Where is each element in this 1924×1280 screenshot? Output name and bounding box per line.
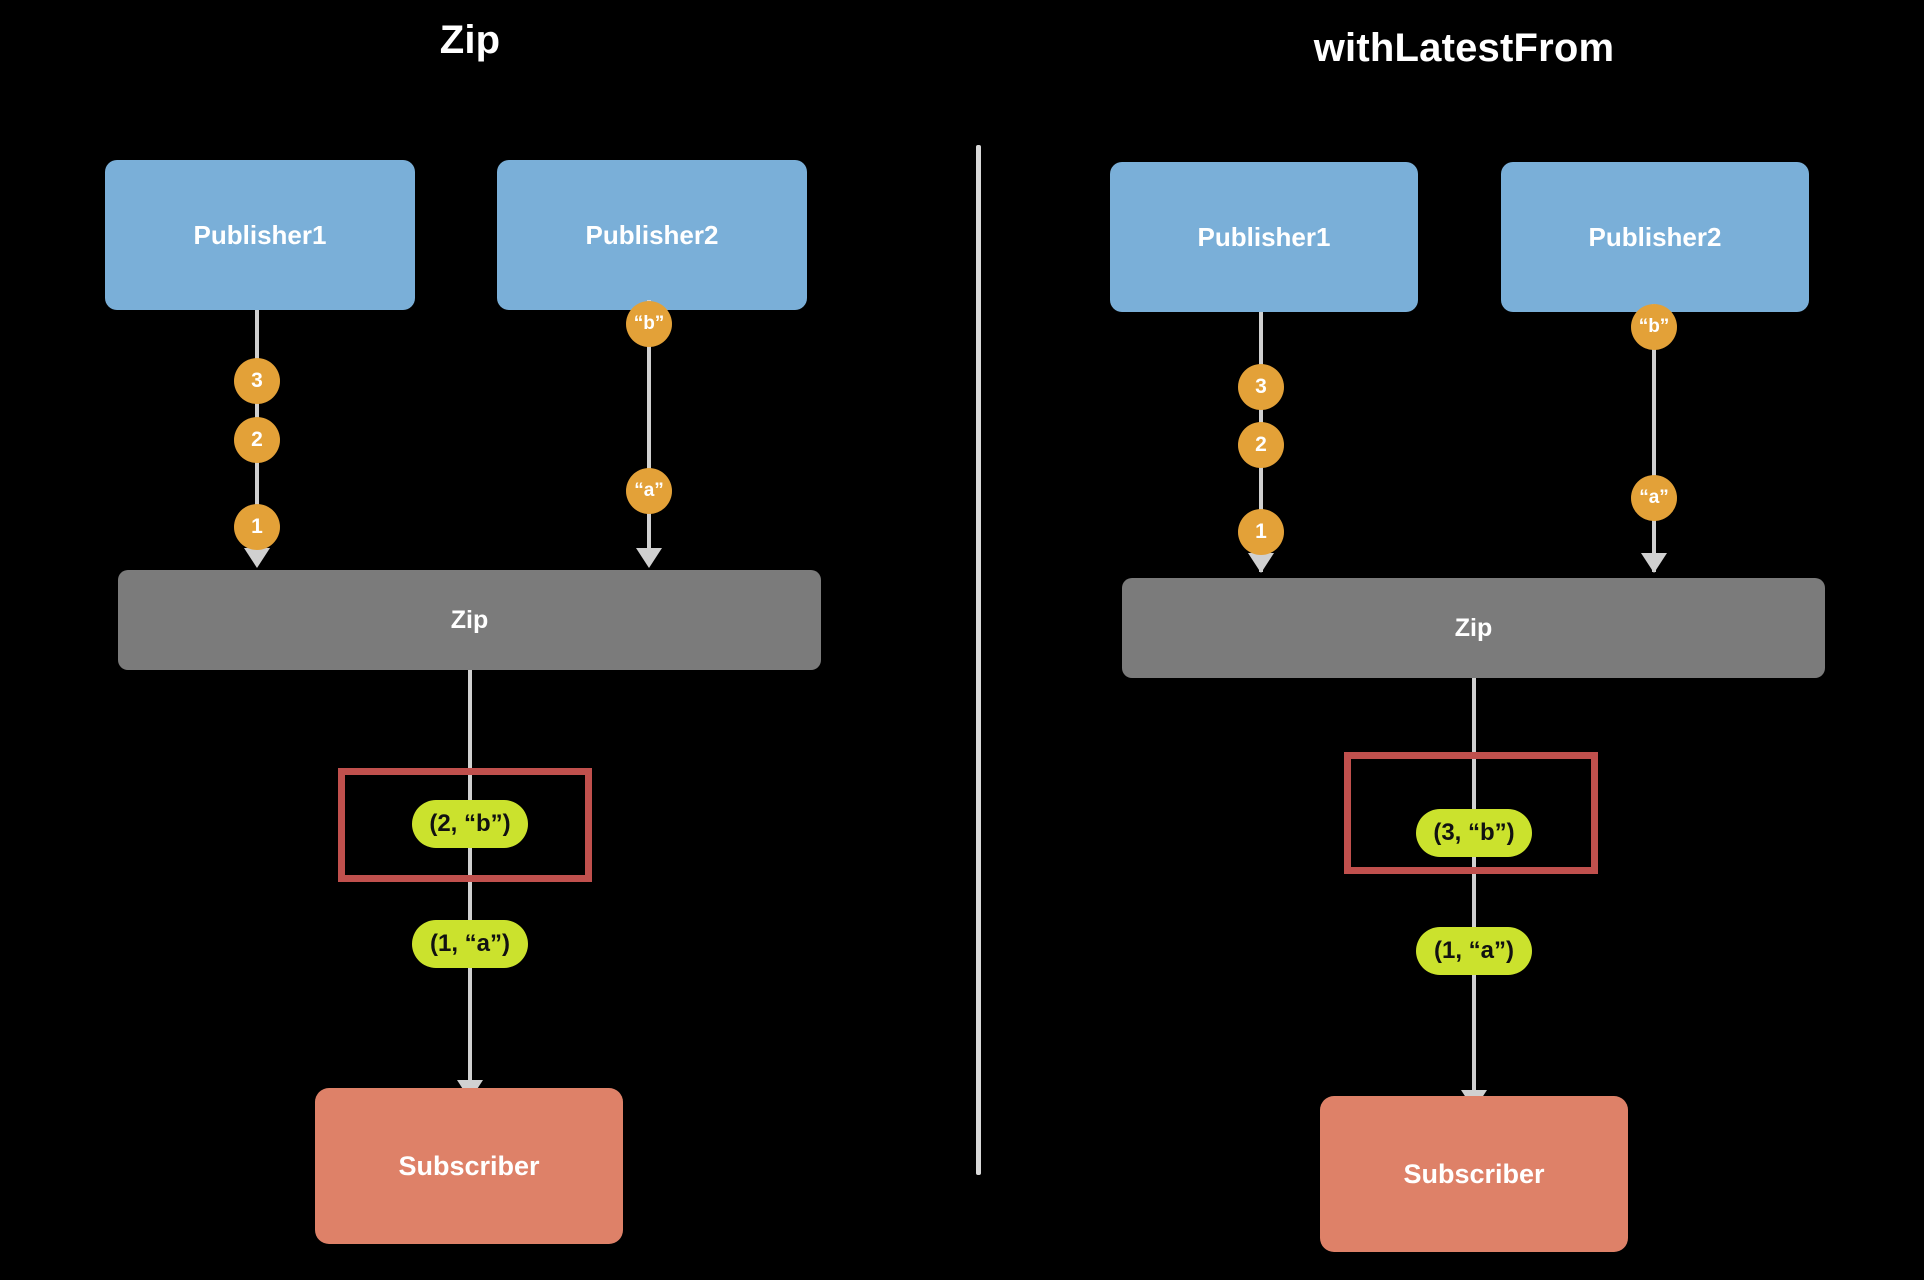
edge-zip-to-subscriber-right — [1472, 678, 1476, 1115]
output-pill-1a-left: (1, “a”) — [412, 920, 528, 968]
arrowhead-publisher1-to-zip-right — [1248, 553, 1274, 573]
token-stream1-2-left: 2 — [234, 417, 280, 463]
arrowhead-publisher2-to-zip-right — [1641, 553, 1667, 573]
token-stream1-1-right: 1 — [1238, 509, 1284, 555]
publisher2-box-left[interactable]: Publisher2 — [497, 160, 807, 310]
edge-publisher2-to-zip-right — [1652, 304, 1656, 572]
panel-title-withlatestfrom: withLatestFrom — [1313, 26, 1615, 70]
zip-operator-box-right[interactable]: Zip — [1122, 578, 1825, 678]
token-stream1-2-right: 2 — [1238, 422, 1284, 468]
highlight-rect-left — [338, 768, 592, 882]
zip-operator-label-left: Zip — [450, 605, 489, 634]
arrowhead-publisher2-to-zip-left — [636, 548, 662, 568]
edge-publisher2-to-zip-left — [647, 300, 651, 565]
zip-operator-box-left[interactable]: Zip — [118, 570, 821, 670]
token-stream2-a-right: “a” — [1631, 475, 1677, 521]
publisher1-label-right: Publisher1 — [1197, 221, 1331, 252]
publisher1-box-left[interactable]: Publisher1 — [105, 160, 415, 310]
subscriber-box-right[interactable]: Subscriber — [1320, 1096, 1628, 1252]
publisher1-box-right[interactable]: Publisher1 — [1110, 162, 1418, 312]
subscriber-label-right: Subscriber — [1403, 1158, 1545, 1189]
publisher1-label-left: Publisher1 — [193, 219, 327, 250]
publisher2-label-left: Publisher2 — [585, 219, 719, 250]
subscriber-label-left: Subscriber — [398, 1150, 540, 1181]
highlight-rect-right — [1344, 752, 1598, 874]
publisher2-label-right: Publisher2 — [1588, 221, 1722, 252]
output-pill-2b-left: (2, “b”) — [412, 800, 528, 848]
arrowhead-publisher1-to-zip-left — [244, 548, 270, 568]
token-stream1-3-right: 3 — [1238, 364, 1284, 410]
edge-zip-to-subscriber-left — [468, 670, 472, 1105]
token-stream2-b-right: “b” — [1631, 304, 1677, 350]
publisher2-box-right[interactable]: Publisher2 — [1501, 162, 1809, 312]
output-pill-1a-right: (1, “a”) — [1416, 927, 1532, 975]
zip-operator-label-right: Zip — [1454, 613, 1493, 642]
output-pill-3b-right: (3, “b”) — [1416, 809, 1532, 857]
token-stream1-3-left: 3 — [234, 358, 280, 404]
subscriber-box-left[interactable]: Subscriber — [315, 1088, 623, 1244]
token-stream1-1-left: 1 — [234, 504, 280, 550]
panel-divider — [976, 145, 981, 1175]
token-stream2-a-left: “a” — [626, 468, 672, 514]
panel-title-zip: Zip — [439, 18, 501, 62]
token-stream2-b-left: “b” — [626, 301, 672, 347]
